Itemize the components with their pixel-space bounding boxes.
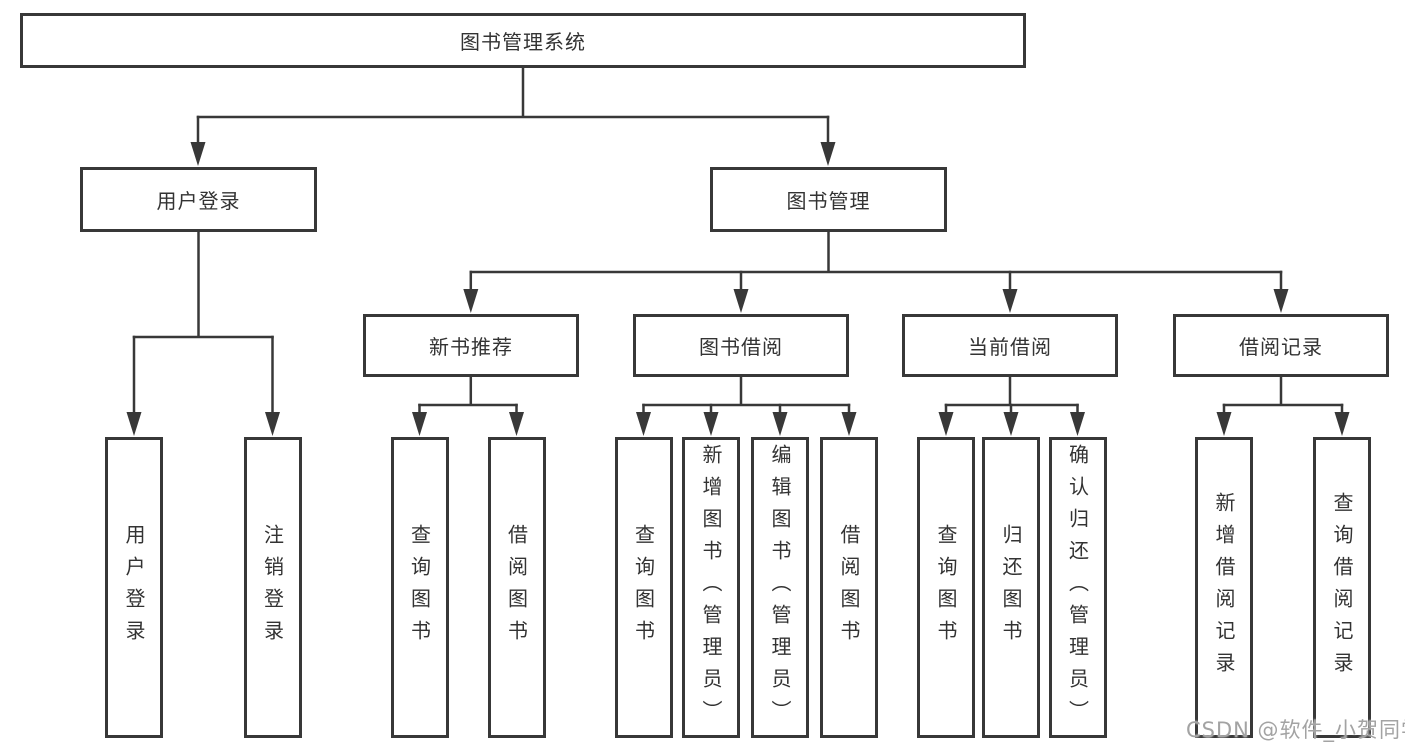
leaf-logout-label: 注销登录 <box>260 523 285 652</box>
node-user-login: 用户登录 <box>80 167 317 232</box>
leaf-query-borrow-record-label: 查询借阅记录 <box>1330 491 1354 684</box>
leaf-query-borrow-record: 查询借阅记录 <box>1313 437 1371 738</box>
node-new-book-recommend-label: 新书推荐 <box>429 335 513 359</box>
node-new-book-recommend: 新书推荐 <box>363 314 579 377</box>
leaf-borrow-books-recommend-label: 借阅图书 <box>504 523 529 652</box>
leaf-edit-book-admin-label: 编辑图书（管理员） <box>768 443 792 732</box>
leaf-query-books-borrow-label: 查询图书 <box>631 523 656 652</box>
leaf-add-book-admin-label: 新增图书（管理员） <box>699 443 723 732</box>
leaf-return-book-label: 归还图书 <box>999 523 1023 652</box>
leaf-query-books-current-label: 查询图书 <box>934 523 958 652</box>
node-current-borrowing-label: 当前借阅 <box>968 335 1052 359</box>
leaf-query-books-recommend-label: 查询图书 <box>407 523 432 652</box>
leaf-add-book-admin: 新增图书（管理员） <box>682 437 740 738</box>
leaf-add-borrow-record: 新增借阅记录 <box>1195 437 1253 738</box>
csdn-watermark: CSDN @软件_小贺同学 <box>1186 718 1405 742</box>
node-current-borrowing: 当前借阅 <box>902 314 1118 377</box>
leaf-return-book: 归还图书 <box>982 437 1040 738</box>
leaf-query-books-borrow: 查询图书 <box>614 437 673 738</box>
leaf-confirm-return-admin-label: 确认归还（管理员） <box>1065 443 1090 732</box>
node-user-login-label: 用户登录 <box>156 189 241 213</box>
leaf-borrow-books-borrow: 借阅图书 <box>820 437 878 738</box>
leaf-query-books-current: 查询图书 <box>917 437 975 738</box>
leaf-user-login: 用户登录 <box>105 437 163 738</box>
node-book-management: 图书管理 <box>710 167 947 232</box>
node-library-system-label: 图书管理系统 <box>460 30 586 54</box>
leaf-user-login-label: 用户登录 <box>122 523 146 652</box>
leaf-confirm-return-admin: 确认归还（管理员） <box>1048 437 1107 738</box>
node-library-system: 图书管理系统 <box>20 13 1026 68</box>
node-book-management-label: 图书管理 <box>786 189 871 213</box>
node-book-borrowing-label: 图书借阅 <box>699 335 783 359</box>
leaf-query-books-recommend: 查询图书 <box>390 437 449 738</box>
leaf-borrow-books-borrow-label: 借阅图书 <box>837 523 861 652</box>
leaf-borrow-books-recommend: 借阅图书 <box>487 437 546 738</box>
arrowheads <box>126 142 1350 436</box>
leaf-edit-book-admin: 编辑图书（管理员） <box>751 437 809 738</box>
leaf-logout: 注销登录 <box>243 437 302 738</box>
node-borrowing-records-label: 借阅记录 <box>1239 335 1323 359</box>
node-book-borrowing: 图书借阅 <box>633 314 849 377</box>
node-borrowing-records: 借阅记录 <box>1173 314 1389 377</box>
leaf-add-borrow-record-label: 新增借阅记录 <box>1212 491 1236 684</box>
